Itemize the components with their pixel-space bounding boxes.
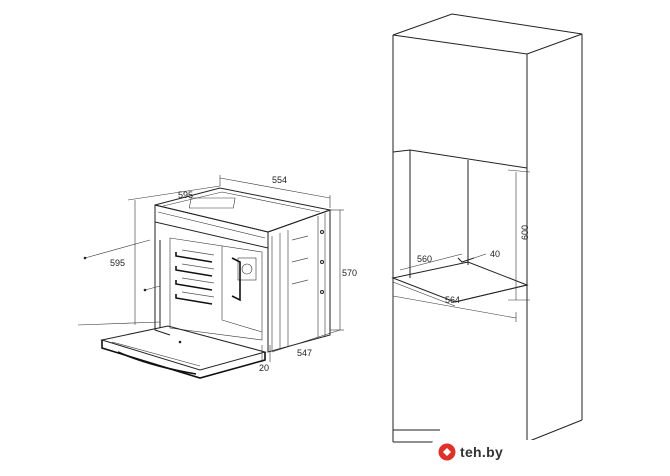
oven-cavity — [169, 237, 263, 341]
screw-2 — [320, 260, 324, 264]
screw-3 — [320, 290, 324, 294]
oven-door — [100, 325, 267, 371]
oven-lamp — [237, 257, 257, 281]
rail-1 — [291, 235, 309, 241]
oven-vent-slot — [188, 197, 236, 209]
dim-20: 20 — [259, 363, 269, 373]
right-rail — [231, 257, 241, 302]
cabinet-dimensions: 600 560 40 564 — [392, 169, 531, 322]
cavity-floor-edge — [221, 319, 263, 333]
oven-top-inner — [162, 191, 321, 213]
oven-right-side — [267, 209, 331, 353]
oven-drawing — [100, 187, 332, 379]
door-glass-line — [111, 341, 201, 367]
oven-lamp-cover — [241, 263, 253, 275]
control-panel — [154, 204, 269, 249]
teh-logo-icon — [438, 443, 456, 461]
niche-floor-front — [392, 281, 456, 307]
control-panel-line — [157, 211, 266, 239]
cabinet-side-bottom — [526, 419, 583, 443]
dim-547: 547 — [297, 348, 312, 358]
cabinet-drawing — [391, 13, 583, 443]
niche-top — [392, 149, 528, 169]
door-handle — [117, 351, 197, 375]
dim-595-height: 595 — [110, 258, 125, 268]
dim-595-depth: 595 — [178, 190, 193, 200]
cabinet-top — [392, 13, 583, 55]
dim-40: 40 — [490, 249, 500, 259]
watermark: teh.by — [432, 440, 564, 464]
dim-600: 600 — [520, 225, 530, 240]
oven-left-wall — [154, 222, 171, 336]
dim-554: 554 — [272, 175, 287, 185]
watermark-text: teh.by — [460, 444, 504, 460]
rail-2 — [291, 257, 309, 263]
oven-door-edge — [101, 340, 266, 379]
dim-570: 570 — [342, 268, 357, 278]
rail-3 — [291, 279, 309, 285]
dim-560: 560 — [417, 254, 432, 264]
niche-floor-right — [454, 284, 528, 303]
screw-1 — [320, 230, 324, 234]
rack-rails — [175, 249, 215, 305]
oven-dimensions: 554 595 595 570 547 20 — [77, 175, 357, 373]
dim-564: 564 — [445, 295, 460, 305]
